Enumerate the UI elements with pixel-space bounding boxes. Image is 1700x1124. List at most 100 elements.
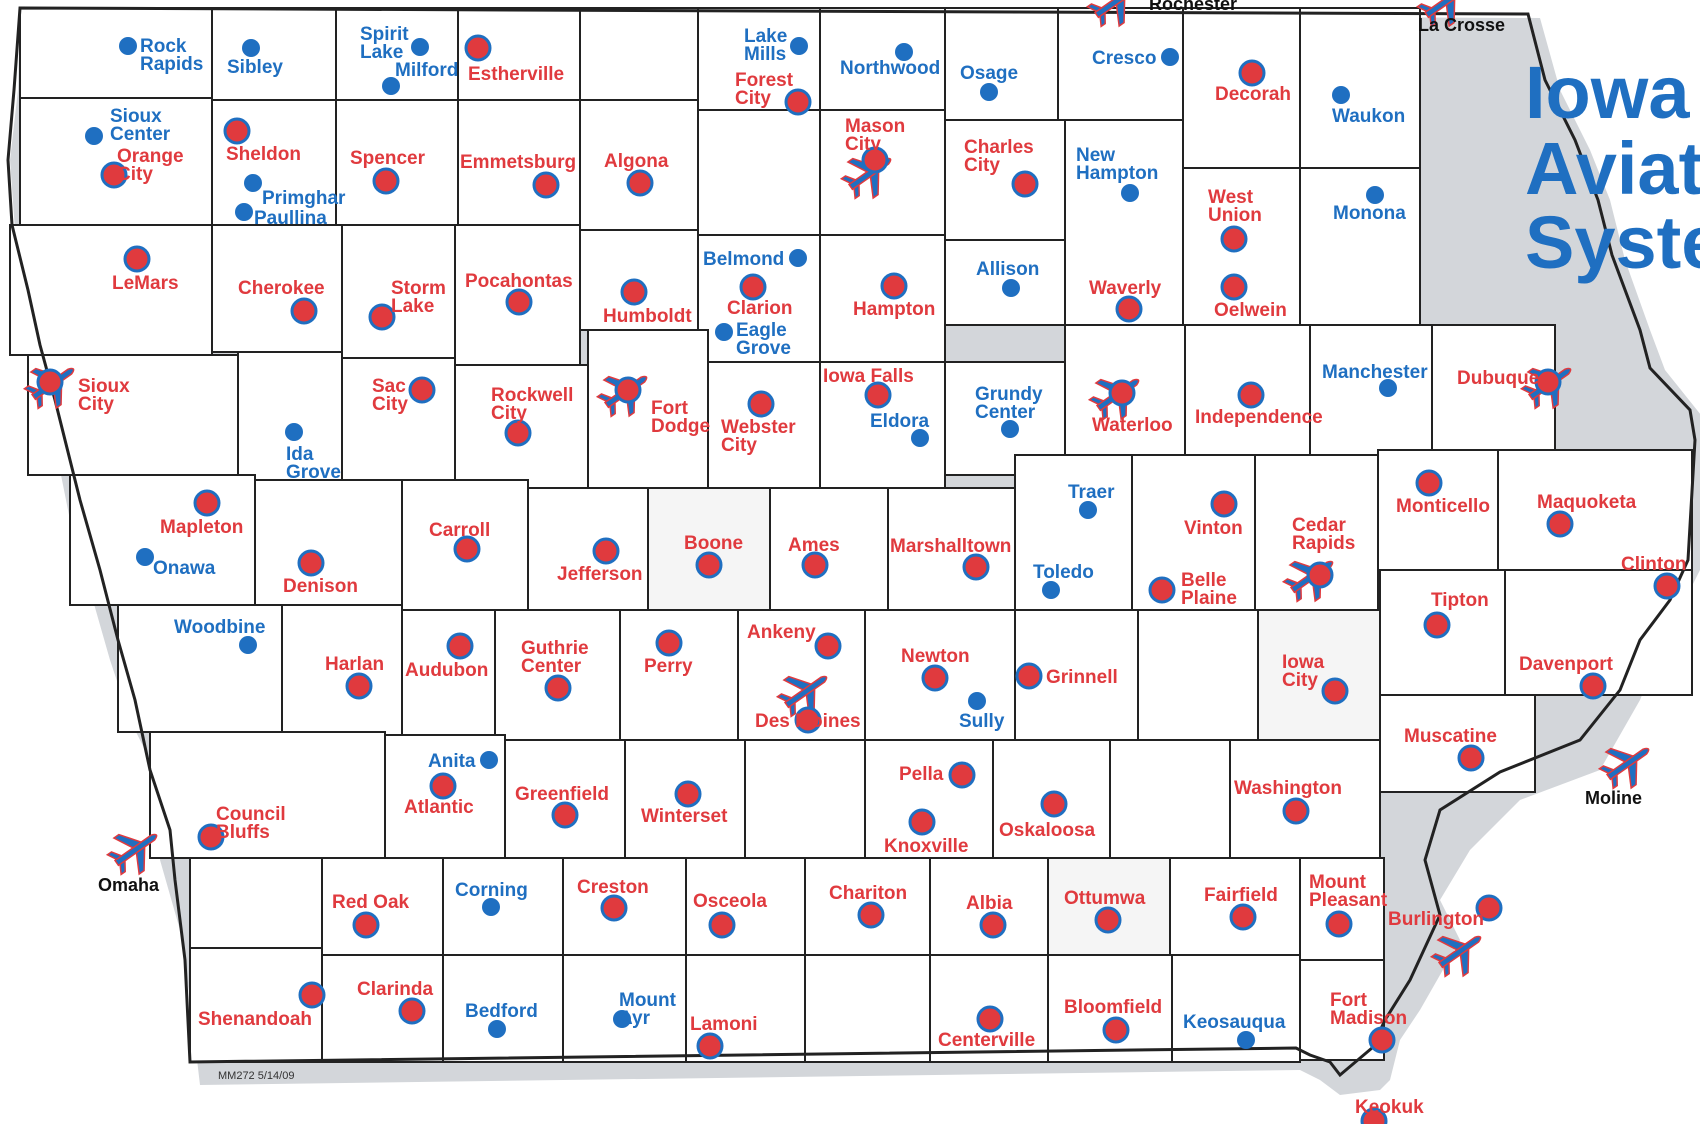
airport-anita[interactable]: Anita (428, 751, 498, 772)
airport-atlantic[interactable]: Atlantic (404, 772, 474, 818)
airport-paullina[interactable]: Paullina (235, 203, 327, 229)
airport-tipton[interactable]: Tipton (1423, 590, 1489, 639)
airport-spencer[interactable]: Spencer (350, 148, 426, 195)
airport-keokuk[interactable]: Keokuk (1355, 1097, 1424, 1124)
airport-pella[interactable]: Pella (899, 761, 976, 789)
airport-shenandoah[interactable]: Shenandoah (198, 981, 326, 1030)
airport-davenport[interactable]: Davenport (1519, 654, 1614, 700)
airport-ottumwa[interactable]: Ottumwa (1064, 888, 1146, 934)
airport-centerville[interactable]: Centerville (938, 1005, 1035, 1051)
airport-oskaloosa[interactable]: Oskaloosa (999, 790, 1096, 841)
airport-newton[interactable]: Newton (901, 646, 970, 692)
airport-carroll[interactable]: Carroll (429, 520, 490, 563)
airport-osage[interactable]: Osage (960, 63, 1018, 101)
airport-sheldon[interactable]: Sheldon (223, 117, 301, 165)
airport-onawa[interactable]: Onawa (136, 548, 216, 579)
airport-hampton[interactable]: Hampton (853, 272, 935, 320)
airport-monticello[interactable]: Monticello (1396, 469, 1490, 517)
airport-cresco[interactable]: Cresco (1092, 48, 1179, 69)
airport-primghar[interactable]: Primghar (244, 174, 346, 209)
airport-eldora[interactable]: Eldora (870, 411, 930, 447)
airport-allison[interactable]: Allison (976, 259, 1039, 297)
airport-dubuque[interactable]: Dubuque (1457, 368, 1562, 396)
airport-ames[interactable]: Ames (788, 535, 840, 579)
airport-clarion[interactable]: Clarion (727, 273, 792, 319)
airport-cherokee[interactable]: Cherokee (238, 278, 325, 325)
airport-osceola[interactable]: Osceola (693, 891, 767, 939)
airport-traer[interactable]: Traer (1068, 482, 1115, 519)
airport-jefferson[interactable]: Jefferson (557, 537, 643, 585)
airport-pocahontas[interactable]: Pocahontas (465, 271, 573, 316)
airport-keosauqua[interactable]: Keosauqua (1183, 1012, 1286, 1049)
airport-waukon[interactable]: Waukon (1332, 86, 1405, 127)
airport-toledo[interactable]: Toledo (1033, 562, 1094, 599)
airport-winterset[interactable]: Winterset (641, 780, 728, 827)
airport-boone[interactable]: Boone (684, 533, 743, 579)
airport-woodbine[interactable]: Woodbine (174, 617, 265, 654)
airport-milford[interactable]: Milford (382, 60, 458, 95)
airport-corning[interactable]: Corning (455, 880, 528, 916)
airport-maquoketa[interactable]: Maquoketa (1537, 492, 1637, 538)
airport-lamoni[interactable]: Lamoni (690, 1014, 758, 1060)
airport-mapleton[interactable]: Mapleton (160, 489, 243, 538)
airport-waterloo[interactable]: Waterloo (1092, 379, 1173, 436)
airport-grinnell[interactable]: Grinnell (1015, 662, 1118, 690)
airport-humboldt[interactable]: Humboldt (603, 278, 692, 327)
airport-algona[interactable]: Algona (604, 151, 669, 197)
airport-emmetsburg[interactable]: Emmetsburg (460, 152, 576, 199)
airport-marshalltown[interactable]: Marshalltown (890, 536, 1011, 581)
airport-washington[interactable]: Washington (1234, 778, 1342, 825)
airport-oelwein[interactable]: Oelwein (1214, 273, 1287, 321)
airport-iowa-falls[interactable]: Iowa Falls (823, 366, 914, 409)
airport-audubon[interactable]: Audubon (405, 632, 488, 681)
airport-denison[interactable]: Denison (283, 549, 358, 597)
airport-estherville[interactable]: Estherville (464, 34, 564, 85)
airport-lemars[interactable]: LeMars (112, 245, 179, 294)
airport-red-oak[interactable]: Red Oak (332, 892, 410, 939)
airport-sibley[interactable]: Sibley (227, 39, 283, 78)
airport-belmond[interactable]: Belmond (703, 249, 807, 270)
airport-sully[interactable]: Sully (959, 692, 1005, 732)
airport-knoxville[interactable]: Knoxville (884, 808, 968, 857)
airport-greenfield[interactable]: Greenfield (515, 784, 609, 829)
airport-clarinda[interactable]: Clarinda (357, 979, 433, 1025)
airport-manchester[interactable]: Manchester (1322, 362, 1428, 397)
airport-bedford[interactable]: Bedford (465, 1001, 538, 1038)
airport-ankeny[interactable]: Ankeny (747, 622, 842, 660)
airport-muscatine[interactable]: Muscatine (1404, 726, 1497, 772)
airport-chariton[interactable]: Chariton (829, 883, 907, 929)
airport-independence[interactable]: Independence (1195, 381, 1323, 428)
airport-creston[interactable]: Creston (577, 877, 649, 922)
airport-northwood[interactable]: Northwood (840, 43, 940, 79)
airport-waverly[interactable]: Waverly (1089, 278, 1162, 323)
airport-bloomfield[interactable]: Bloomfield (1064, 997, 1162, 1044)
airport-clinton[interactable]: Clinton (1621, 554, 1686, 600)
airport-harlan[interactable]: Harlan (325, 654, 384, 700)
